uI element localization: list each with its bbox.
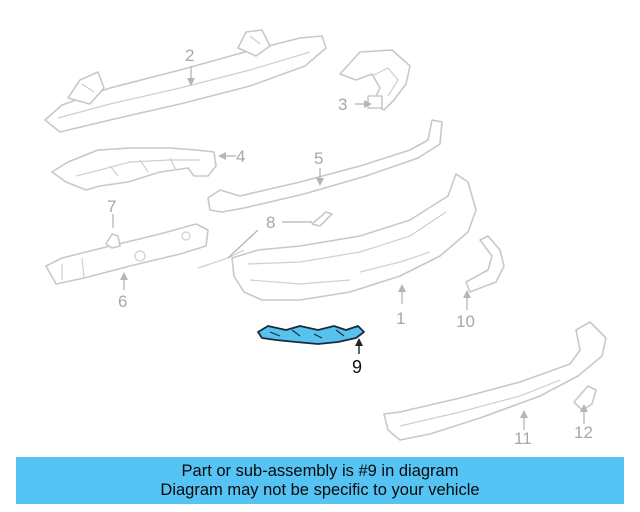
- part-9-deflector-highlighted[interactable]: [257, 325, 365, 345]
- leader-lines: [112, 66, 588, 430]
- part-7-clip: [105, 233, 121, 249]
- part-3-bracket: [339, 49, 411, 111]
- callout-10: 10: [456, 312, 475, 331]
- part-2-reinforcement: [44, 29, 327, 133]
- banner-line-1: Part or sub-assembly is #9 in diagram: [181, 461, 459, 480]
- part-5-molding: [207, 119, 443, 213]
- part-4-side-bracket: [51, 147, 217, 191]
- callout-6: 6: [118, 292, 127, 311]
- part-11-valance: [383, 321, 607, 441]
- info-banner: Part or sub-assembly is #9 in diagram Di…: [16, 457, 624, 504]
- callout-8: 8: [266, 213, 275, 232]
- callout-7: 7: [107, 197, 116, 216]
- part-10-strip: [465, 235, 505, 293]
- banner-line-2: Diagram may not be specific to your vehi…: [160, 480, 480, 499]
- part-1-bumper-cover: [231, 173, 477, 301]
- callout-4: 4: [236, 147, 245, 166]
- callout-9: 9: [352, 357, 362, 377]
- part-12-bracket: [573, 385, 597, 411]
- callout-2: 2: [185, 46, 194, 65]
- callout-3: 3: [338, 95, 347, 114]
- callout-5: 5: [314, 149, 323, 168]
- callout-11: 11: [514, 429, 532, 448]
- callout-1: 1: [396, 309, 405, 328]
- callout-12: 12: [574, 423, 593, 442]
- part-6-absorber: [45, 223, 209, 285]
